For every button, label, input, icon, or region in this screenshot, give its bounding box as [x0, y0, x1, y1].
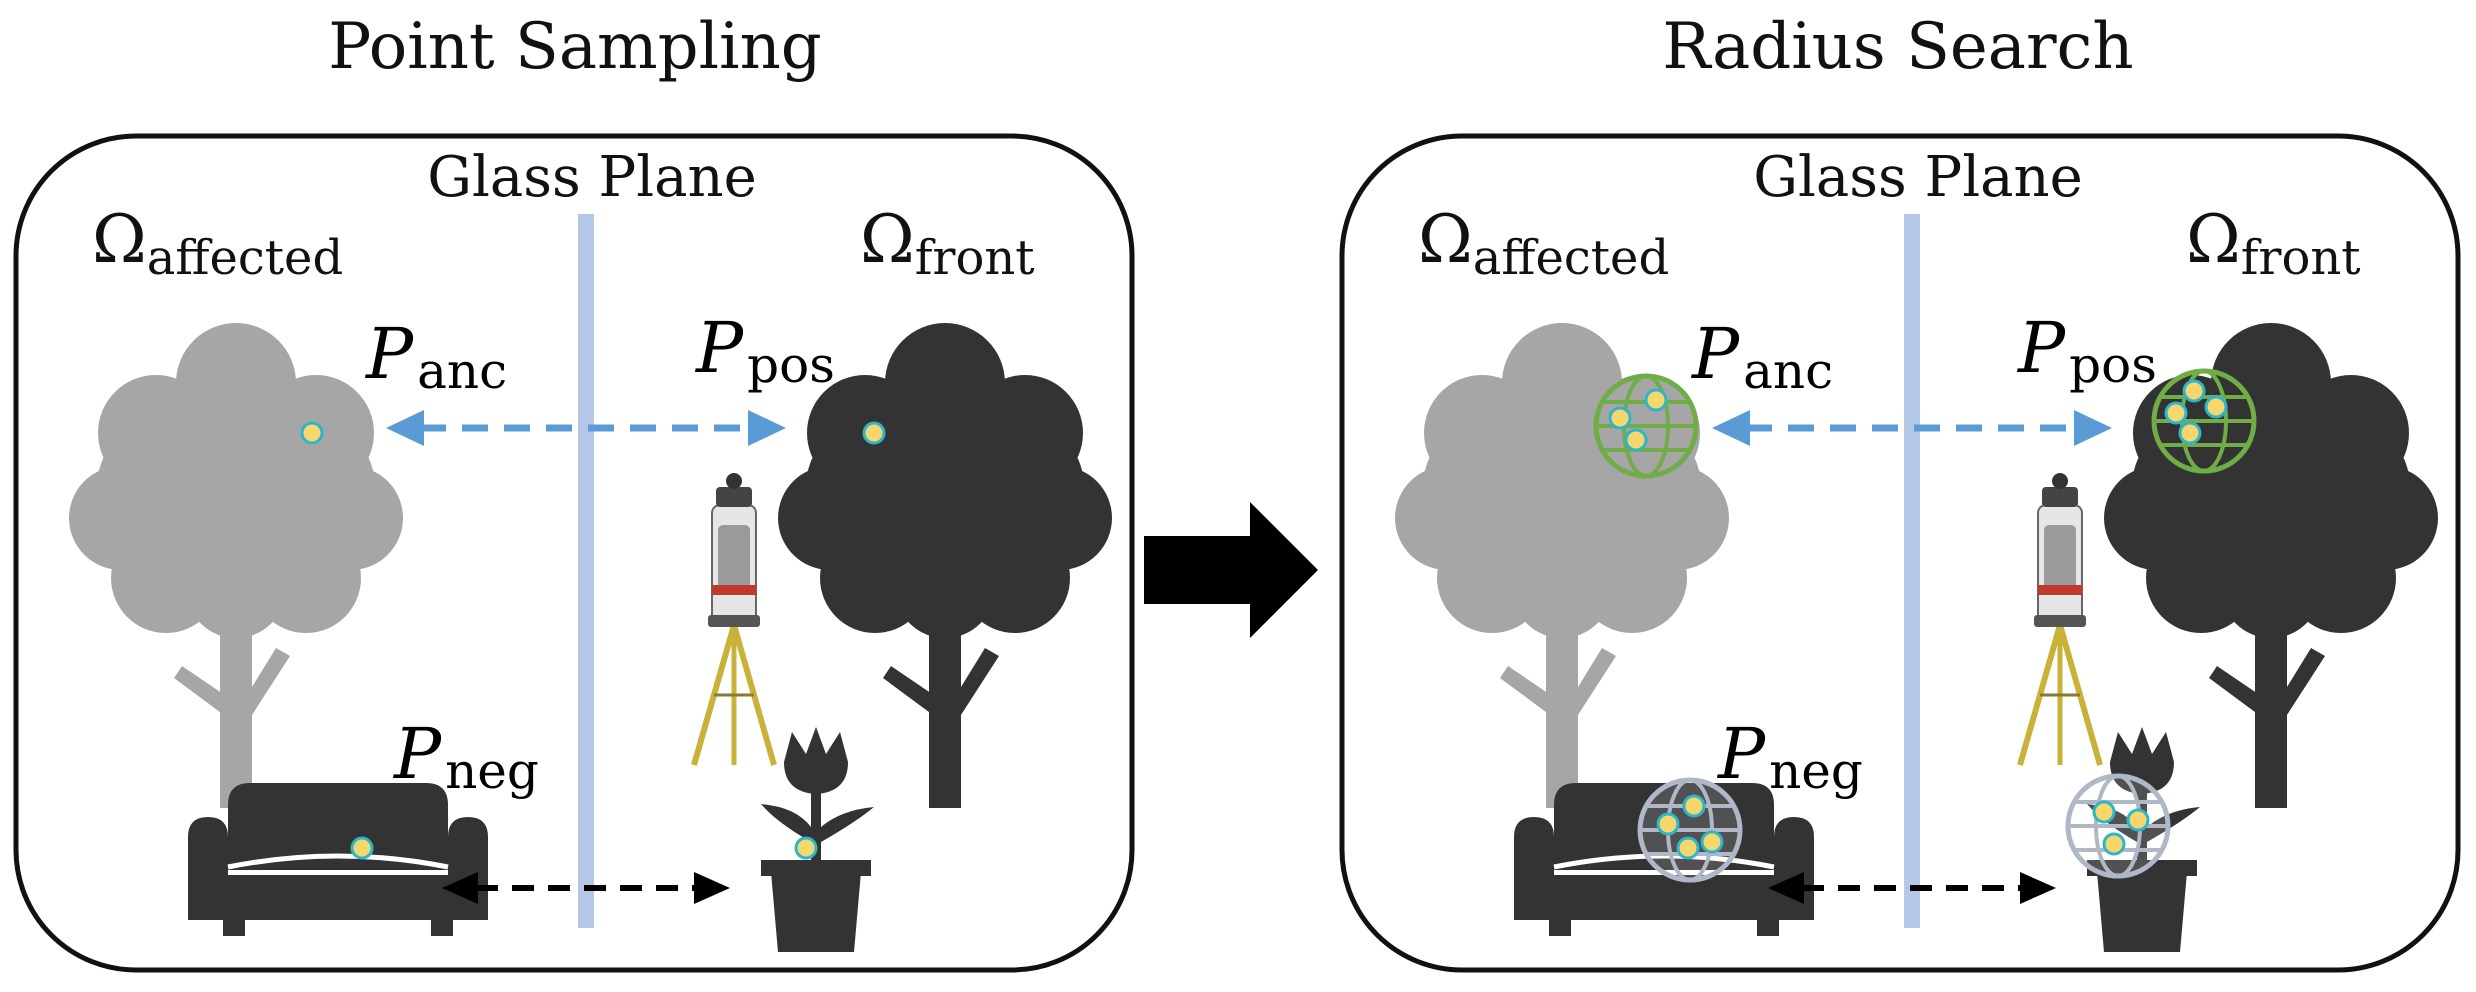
negative-search-sphere [2065, 773, 2171, 879]
p-pos-label: Ppos [2016, 307, 2157, 394]
tree-icon [778, 323, 1112, 808]
positive-point [862, 421, 886, 445]
positive-pair-arrow [386, 410, 786, 446]
p-anc-label: Panc [364, 313, 507, 400]
p-anc-label: Panc [1690, 313, 1833, 400]
positive-search-sphere [2151, 368, 2257, 474]
anchor-search-sphere [1593, 373, 1699, 479]
omega-affected-label: Ωaffected [92, 201, 343, 286]
tree-icon [1395, 323, 1729, 808]
sofa-icon [188, 783, 488, 936]
panel-frame [13, 133, 1135, 973]
p-pos-label: Ppos [694, 307, 835, 394]
tree-icon [2104, 323, 2438, 808]
potted-plant-icon [761, 727, 874, 952]
panel-title: Point Sampling [328, 10, 822, 84]
panel-title: Radius Search [1662, 10, 2133, 84]
negative-pair-arrow [1768, 872, 2056, 904]
right-arrow-icon [1144, 502, 1318, 638]
positive-pair-arrow [1712, 410, 2112, 446]
glass-plane-label: Glass Plane [427, 145, 757, 210]
glass-plane-label: Glass Plane [1753, 145, 2083, 210]
sofa-icon [1514, 783, 1814, 936]
negative-pair-arrow [442, 872, 730, 904]
omega-affected-label: Ωaffected [1418, 201, 1669, 286]
p-neg-label: Pneg [392, 713, 539, 800]
omega-front-label: Ωfront [860, 201, 1035, 286]
panel-radius-search: Radius Search Glass Plane Ωaffected Ωfro… [1339, 10, 2461, 973]
laser-scanner-tripod-icon [2020, 473, 2100, 765]
laser-scanner-tripod-icon [694, 473, 774, 765]
panel-frame [1339, 133, 2461, 973]
anchor-point [300, 421, 324, 445]
panel-point-sampling: Point Sampling Glass Plane Ωaffected Ωfr… [13, 10, 1135, 973]
glass-plane [578, 214, 594, 928]
omega-front-label: Ωfront [2186, 201, 2361, 286]
negative-search-sphere [1637, 777, 1743, 883]
negative-point [794, 836, 818, 860]
p-neg-label: Pneg [1716, 713, 1863, 800]
negative-point [350, 836, 374, 860]
tree-icon [69, 323, 403, 808]
glass-plane [1904, 214, 1920, 928]
